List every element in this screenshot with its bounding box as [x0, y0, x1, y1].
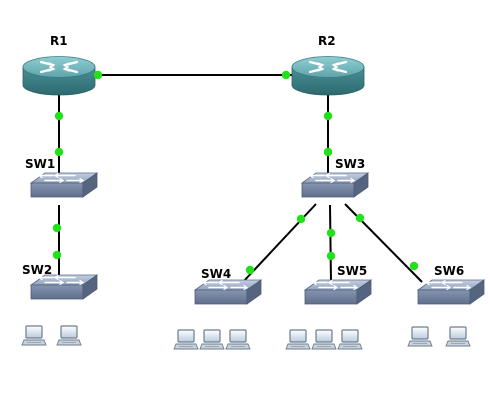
- link-status-dot: [93, 70, 103, 80]
- pc7-host[interactable]: [311, 329, 337, 350]
- link-status-dot: [323, 147, 333, 157]
- pc4-host[interactable]: [199, 329, 225, 350]
- sw5-label: SW5: [337, 264, 367, 278]
- pc5-host[interactable]: [225, 329, 251, 350]
- link-status-dot: [326, 251, 336, 261]
- pc-icon: [56, 325, 82, 346]
- pc3-host[interactable]: [173, 329, 199, 350]
- switch-icon: [193, 279, 263, 305]
- pc-icon: [311, 329, 337, 350]
- pc-icon: [445, 326, 471, 347]
- r2-label: R2: [318, 34, 336, 48]
- r1-router[interactable]: [22, 56, 96, 96]
- pc-icon: [21, 325, 47, 346]
- sw2-switch[interactable]: [29, 274, 99, 300]
- switch-icon: [29, 172, 99, 198]
- sw3-switch[interactable]: [300, 172, 370, 198]
- sw5-switch[interactable]: [303, 279, 373, 305]
- link-status-dot: [296, 214, 306, 224]
- pc-icon: [337, 329, 363, 350]
- pc-icon: [407, 326, 433, 347]
- link-status-dot: [355, 213, 365, 223]
- link-status-dot: [323, 111, 333, 121]
- link-status-dot: [52, 223, 62, 233]
- r2-router[interactable]: [291, 56, 365, 96]
- link-status-dot: [54, 147, 64, 157]
- pc-icon: [173, 329, 199, 350]
- pc1-host[interactable]: [21, 325, 47, 346]
- router-icon: [291, 56, 365, 96]
- pc-icon: [285, 329, 311, 350]
- pc10-host[interactable]: [445, 326, 471, 347]
- sw4-switch[interactable]: [193, 279, 263, 305]
- switch-icon: [416, 279, 486, 305]
- sw3-label: SW3: [335, 157, 365, 171]
- sw1-label: SW1: [25, 157, 55, 171]
- pc-icon: [199, 329, 225, 350]
- pc-icon: [225, 329, 251, 350]
- link-sw3-sw5[interactable]: [329, 204, 332, 283]
- sw4-label: SW4: [201, 267, 231, 281]
- sw1-switch[interactable]: [29, 172, 99, 198]
- pc6-host[interactable]: [285, 329, 311, 350]
- pc2-host[interactable]: [56, 325, 82, 346]
- link-status-dot: [326, 228, 336, 238]
- switch-icon: [29, 274, 99, 300]
- link-status-dot: [409, 261, 419, 271]
- router-icon: [22, 56, 96, 96]
- sw2-label: SW2: [22, 263, 52, 277]
- r1-label: R1: [50, 34, 68, 48]
- pc8-host[interactable]: [337, 329, 363, 350]
- link-status-dot: [52, 250, 62, 260]
- link-status-dot: [54, 111, 64, 121]
- switch-icon: [303, 279, 373, 305]
- switch-icon: [300, 172, 370, 198]
- link-status-dot: [245, 265, 255, 275]
- sw6-switch[interactable]: [416, 279, 486, 305]
- sw6-label: SW6: [434, 264, 464, 278]
- link-status-dot: [281, 70, 291, 80]
- pc9-host[interactable]: [407, 326, 433, 347]
